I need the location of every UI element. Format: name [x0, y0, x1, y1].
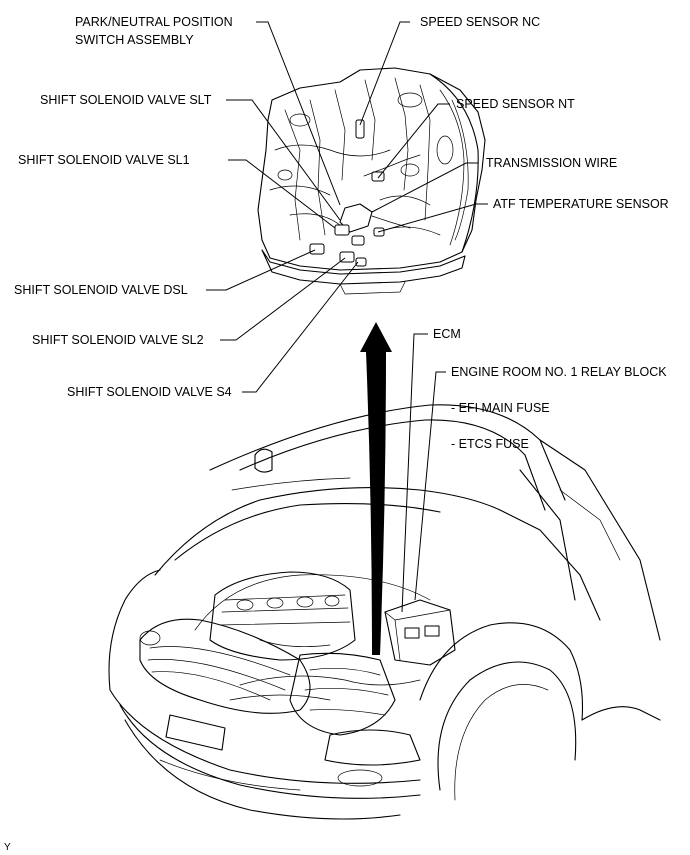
label-shift-solenoid-dsl: SHIFT SOLENOID VALVE DSL — [14, 283, 188, 297]
label-relay-block: ENGINE ROOM NO. 1 RELAY BLOCK — [451, 365, 667, 379]
label-shift-solenoid-sl1: SHIFT SOLENOID VALVE SL1 — [18, 153, 190, 167]
label-efi-main-fuse: - EFI MAIN FUSE — [451, 401, 550, 415]
label-shift-solenoid-s4: SHIFT SOLENOID VALVE S4 — [67, 385, 232, 399]
label-park-neutral-line2: SWITCH ASSEMBLY — [75, 33, 194, 47]
label-transmission-wire: TRANSMISSION WIRE — [486, 156, 617, 170]
vehicle-illustration — [108, 322, 661, 820]
labels: PARK/NEUTRAL POSITION SWITCH ASSEMBLY SP… — [4, 15, 669, 853]
label-speed-sensor-nc: SPEED SENSOR NC — [420, 15, 540, 29]
label-speed-sensor-nt: SPEED SENSOR NT — [456, 97, 575, 111]
label-shift-solenoid-slt: SHIFT SOLENOID VALVE SLT — [40, 93, 212, 107]
leader-lines — [206, 21, 488, 613]
label-atf-temperature-sensor: ATF TEMPERATURE SENSOR — [493, 197, 669, 211]
label-shift-solenoid-sl2: SHIFT SOLENOID VALVE SL2 — [32, 333, 204, 347]
transmission-illustration — [257, 67, 486, 295]
label-ecm: ECM — [433, 327, 461, 341]
label-etcs-fuse: - ETCS FUSE — [451, 437, 529, 451]
corner-mark: Y — [4, 842, 11, 853]
label-park-neutral-line1: PARK/NEUTRAL POSITION — [75, 15, 233, 29]
